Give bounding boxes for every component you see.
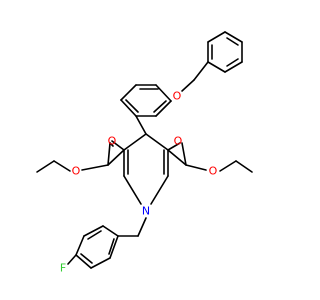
bond-line — [137, 217, 147, 237]
atom-o-ether: O — [173, 90, 182, 103]
bond-line — [90, 257, 111, 269]
bond-line — [150, 175, 169, 205]
bond-line — [125, 99, 139, 113]
bond-line — [235, 160, 253, 173]
bond-line — [80, 253, 93, 264]
bond-line — [107, 142, 111, 166]
bond-line — [226, 58, 239, 67]
bond-line — [155, 100, 172, 117]
bond-line — [219, 160, 237, 172]
atom-o-right-ester: O — [209, 165, 218, 178]
bond-line — [145, 133, 169, 151]
bond-line — [153, 100, 167, 113]
bond-line — [226, 37, 239, 46]
bond-line — [120, 99, 137, 117]
atom-n-ring: N — [142, 205, 150, 218]
bond-line — [167, 149, 187, 166]
bond-line — [107, 149, 125, 166]
bond-line — [87, 230, 102, 240]
bond-line — [207, 31, 226, 43]
bond-line — [111, 140, 125, 151]
bond-line — [224, 61, 243, 73]
bond-line — [224, 31, 243, 43]
bond-line — [181, 79, 195, 92]
bond-line — [123, 133, 147, 151]
bond-layer — [36, 31, 253, 269]
bond-line — [120, 84, 137, 101]
bond-line — [185, 164, 207, 171]
atom-o-left-carbonyl: O — [108, 135, 117, 148]
bond-line — [181, 142, 187, 166]
bond-line — [109, 235, 119, 259]
atom-o-left-ester: O — [72, 165, 81, 178]
bond-line — [53, 160, 71, 172]
atom-f-sub: F — [60, 262, 66, 275]
bond-line — [83, 225, 104, 237]
bond-line — [108, 238, 115, 255]
molecule-diagram: O O O O O N F — [36, 31, 253, 275]
bond-line — [207, 61, 226, 73]
bond-line — [167, 142, 181, 151]
bond-line — [36, 160, 55, 173]
atom-o-right-carbonyl: O — [174, 135, 183, 148]
bond-line — [123, 175, 142, 205]
bond-line — [193, 61, 209, 81]
molecule-structure: O O O O O N F — [36, 31, 253, 275]
bond-line — [102, 225, 119, 237]
bond-line — [75, 235, 85, 256]
bond-line — [81, 164, 109, 171]
bond-line — [155, 84, 172, 102]
bond-line — [75, 254, 92, 269]
atom-label-layer: O O O O O N F — [60, 90, 218, 275]
bond-line — [135, 115, 147, 135]
bond-line — [67, 254, 77, 265]
